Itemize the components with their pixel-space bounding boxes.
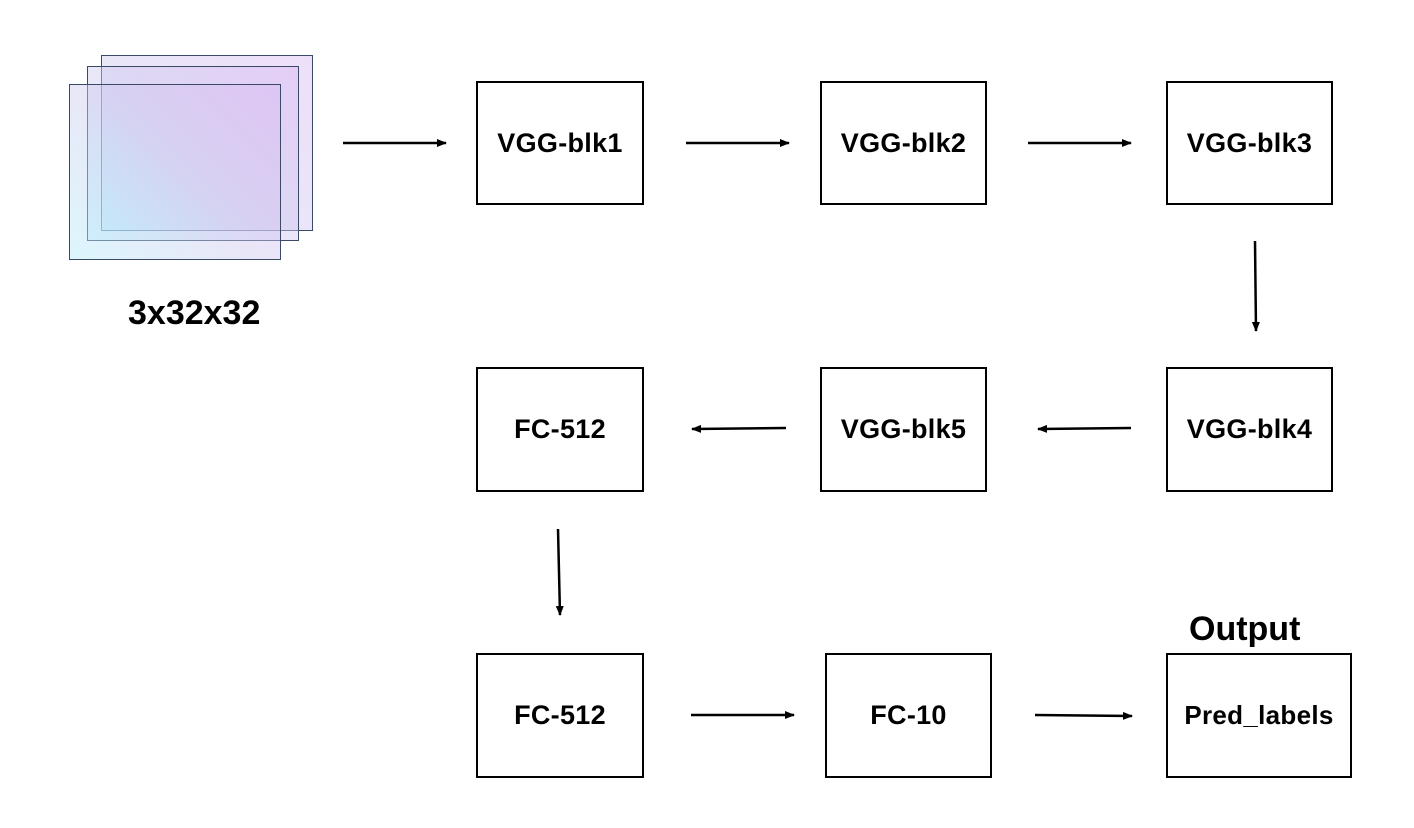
fc-512-layer-first: FC-512 bbox=[476, 367, 644, 492]
output-label: Output bbox=[1189, 610, 1301, 648]
arrow-fc512-to-fc512 bbox=[555, 528, 564, 616]
vgg-block-5: VGG-blk5 bbox=[820, 367, 987, 492]
vgg-block-4: VGG-blk4 bbox=[1166, 367, 1333, 492]
pred-labels-box: Pred_labels bbox=[1166, 653, 1352, 778]
arrow-fc10-to-pred bbox=[1034, 711, 1133, 720]
fc-10-layer: FC-10 bbox=[825, 653, 992, 778]
arrow-vgg3-to-vgg4 bbox=[1251, 240, 1260, 332]
vgg-block-2: VGG-blk2 bbox=[820, 81, 987, 205]
arrow-vgg4-to-vgg5 bbox=[1037, 424, 1132, 433]
input-channel-layer-middle bbox=[87, 66, 299, 241]
input-channel-layer-front bbox=[69, 84, 281, 260]
fc-512-layer-second: FC-512 bbox=[476, 653, 644, 778]
vgg-block-3: VGG-blk3 bbox=[1166, 81, 1333, 205]
vgg-block-1: VGG-blk1 bbox=[476, 81, 644, 205]
input-size-label: 3x32x32 bbox=[128, 294, 261, 332]
arrow-vgg5-to-fc512 bbox=[691, 424, 787, 433]
